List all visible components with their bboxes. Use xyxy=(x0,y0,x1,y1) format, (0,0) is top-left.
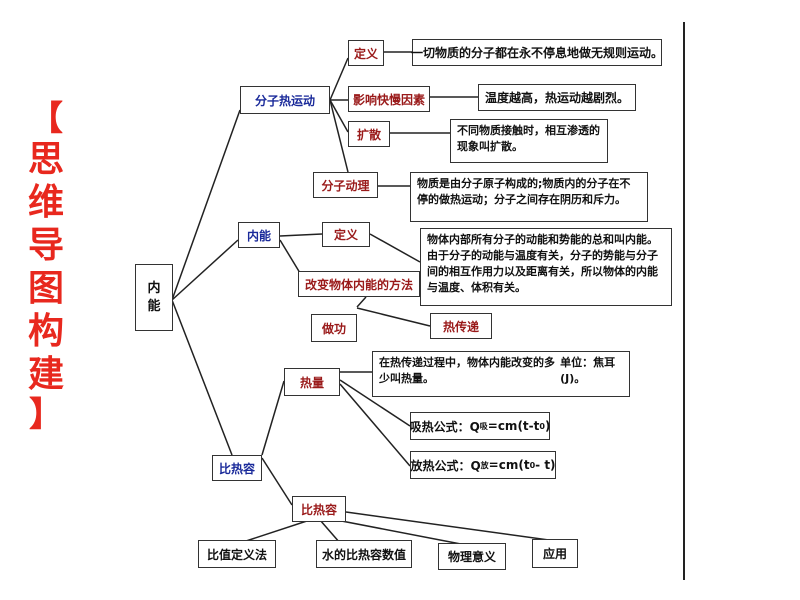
connector xyxy=(171,239,239,301)
internal-definition-text: 物体内部所有分子的动能和势能的总和叫内能。由于分子的动能与温度有关，分子的势能与… xyxy=(420,228,672,306)
heat-transfer-label: 热传递 xyxy=(430,313,492,339)
connector xyxy=(171,109,241,301)
factor-text: 温度越高，热运动越剧烈。 xyxy=(478,84,636,111)
heat-quantity-text: 在热传递过程中，物体内能改变的多少叫热量。 单位：焦耳(J)。 xyxy=(372,351,630,397)
connector xyxy=(261,457,293,506)
shc-label: 比热容 xyxy=(292,496,346,522)
side-title-char: 导 xyxy=(27,225,64,266)
molecular-theory-label: 分子动理 xyxy=(313,172,378,198)
thermal-definition-label: 定义 xyxy=(348,40,384,66)
absorb-formula-suffix: ) xyxy=(544,419,551,433)
connector xyxy=(261,380,285,456)
molecular-theory-text: 物质是由分子原子构成的;物质内的分子在不停的做热运动；分子之间存在阴历和斥力。 xyxy=(410,172,648,222)
release-formula-prefix: 放热公式：Q xyxy=(410,458,481,473)
diffusion-label: 扩散 xyxy=(348,121,390,147)
heat-quantity-label: 热量 xyxy=(284,368,340,396)
side-title: 【 思 维 导 图 构 建 】 xyxy=(18,100,74,434)
heat-quantity-definition: 在热传递过程中，物体内能改变的多少叫热量。 xyxy=(379,356,555,385)
connector xyxy=(279,233,323,237)
connector xyxy=(339,383,411,467)
branch-specific-heat: 比热容 xyxy=(212,455,262,481)
shc-child-water-value: 水的比热容数值 xyxy=(316,540,412,568)
connector xyxy=(356,296,367,308)
connector xyxy=(369,233,421,263)
release-formula-sub1: 放 xyxy=(480,460,489,470)
shc-child-physical-meaning: 物理意义 xyxy=(438,543,506,570)
connector xyxy=(329,57,349,101)
work-label: 做功 xyxy=(311,314,357,342)
connector xyxy=(325,517,467,546)
connector xyxy=(356,307,431,327)
release-formula-suffix: - t) xyxy=(535,458,556,472)
shc-child-application: 应用 xyxy=(532,539,578,568)
connector xyxy=(279,239,301,274)
connector xyxy=(329,99,349,133)
change-methods-label: 改变物体内能的方法 xyxy=(298,271,420,297)
absorb-formula-sub1: 吸 xyxy=(479,421,488,431)
side-title-open-bracket: 【 xyxy=(29,99,63,139)
absorb-formula-sub2: 0 xyxy=(539,421,545,431)
connector xyxy=(319,519,341,544)
internal-definition-label: 定义 xyxy=(322,222,370,247)
side-title-char: 维 xyxy=(27,182,64,223)
root-line1: 内 xyxy=(147,280,161,296)
side-title-close-bracket: 】 xyxy=(29,395,63,435)
side-title-char: 图 xyxy=(27,268,64,309)
side-title-char: 思 xyxy=(27,139,64,180)
side-title-char: 建 xyxy=(27,354,64,395)
shc-child-ratio-method: 比值定义法 xyxy=(198,540,276,568)
release-formula-sub2: 0 xyxy=(529,460,536,470)
branch-thermal-motion: 分子热运动 xyxy=(240,86,330,114)
connector xyxy=(171,299,233,456)
connector xyxy=(239,517,317,544)
side-title-char: 构 xyxy=(27,311,64,352)
divider-line xyxy=(683,22,685,580)
connector xyxy=(329,99,349,173)
branch-internal-energy: 内能 xyxy=(238,222,280,248)
release-formula-mid: =cm(t xyxy=(488,458,530,472)
diffusion-text: 不同物质接触时，相互渗透的现象叫扩散。 xyxy=(450,119,608,163)
thermal-definition-text: 一切物质的分子都在永不停息地做无规则运动。 xyxy=(411,39,663,66)
connector xyxy=(345,511,557,542)
root-node: 内 能 xyxy=(135,264,173,331)
heat-quantity-unit: 单位：焦耳(J)。 xyxy=(560,356,616,385)
absorb-formula-mid: =cm(t-t xyxy=(487,419,540,433)
connector xyxy=(339,379,411,427)
root-line2: 能 xyxy=(147,298,161,314)
factor-label: 影响快慢因素 xyxy=(348,86,430,112)
absorb-formula-prefix: 吸热公式：Q xyxy=(409,419,480,434)
